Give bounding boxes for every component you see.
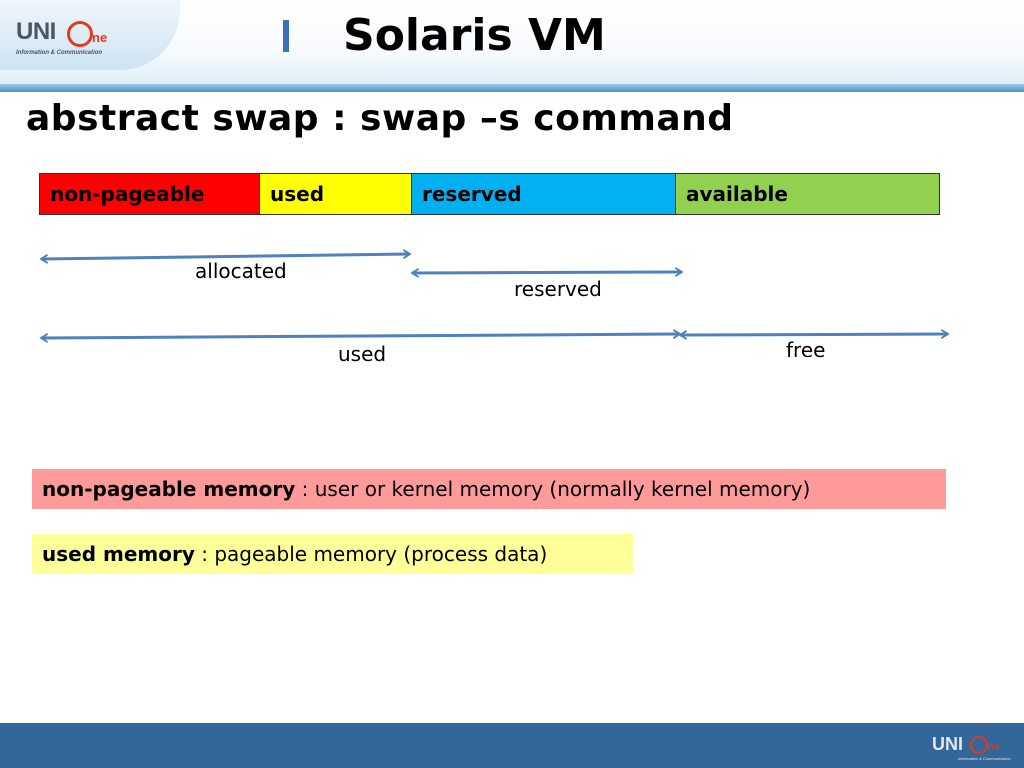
segment-available: available <box>676 174 939 214</box>
definition-text: : user or kernel memory (normally kernel… <box>301 477 811 501</box>
logo-tagline: Information & Communication <box>16 50 102 56</box>
title-marker <box>283 20 289 52</box>
logo-suffix: ne <box>92 30 108 45</box>
definition-non-pageable: non-pageable memory : user or kernel mem… <box>32 469 946 509</box>
used-arrow <box>41 334 680 338</box>
reserved-arrow <box>412 272 682 273</box>
reserved-label: reserved <box>514 277 602 301</box>
definition-term: non-pageable memory <box>42 477 296 501</box>
allocated-label: allocated <box>195 259 287 283</box>
footer-bar <box>0 723 1024 768</box>
footer-logo: UNI ne Information & Communication <box>932 734 1022 766</box>
footer-logo-suffix: ne <box>988 742 1000 753</box>
segment-used: used <box>260 174 412 214</box>
swap-bar: non-pageable used reserved available <box>39 173 940 215</box>
footer-logo-tagline: Information & Communication <box>958 756 1011 761</box>
page-title: Solaris VM <box>343 10 606 61</box>
definition-term: used memory <box>42 542 195 566</box>
allocated-arrow <box>41 254 410 259</box>
used-label: used <box>338 342 387 366</box>
logo-ring-icon <box>67 21 93 47</box>
definition-text: : pageable memory (process data) <box>201 542 548 566</box>
free-arrow <box>680 334 948 335</box>
free-label: free <box>786 338 826 362</box>
segment-non-pageable: non-pageable <box>40 174 260 214</box>
unione-logo: UNI ne Information & Communication <box>16 18 126 64</box>
footer-logo-ring-icon <box>970 736 988 754</box>
footer-logo-text: UNI <box>932 734 963 754</box>
logo-text: UNI <box>16 18 56 45</box>
slide-subtitle: abstract swap : swap –s command <box>26 98 734 139</box>
definition-used: used memory : pageable memory (process d… <box>32 534 633 574</box>
header-divider <box>0 84 1024 92</box>
segment-reserved: reserved <box>412 174 676 214</box>
